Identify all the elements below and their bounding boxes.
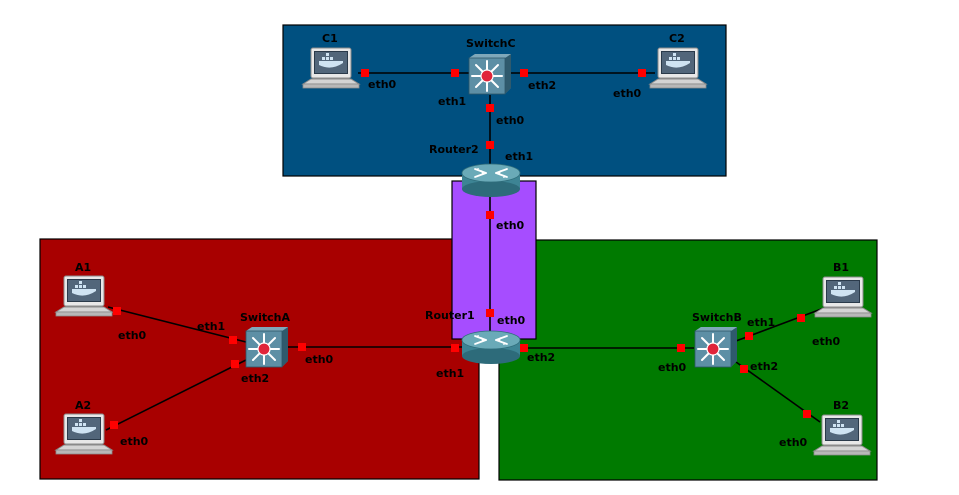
switcha-switch-icon[interactable] <box>245 326 289 368</box>
zone-top <box>282 24 727 177</box>
link-a2-switcha[interactable] <box>105 359 247 431</box>
node-label-router1: Router1 <box>425 309 475 322</box>
c1-docker-host-icon[interactable] <box>302 47 360 89</box>
port-marker-swb-eth2 <box>740 365 748 373</box>
port-marker-r1-eth1 <box>451 344 459 352</box>
port-label-c1-eth0: eth0 <box>368 78 397 91</box>
port-marker-b1-eth0 <box>797 314 805 322</box>
port-label-swb-eth0: eth0 <box>658 361 687 374</box>
switchb-switch-icon[interactable] <box>694 326 738 368</box>
a2-docker-host-icon[interactable] <box>55 413 113 455</box>
link-a1-switcha[interactable] <box>107 306 247 343</box>
zone-right <box>498 239 878 481</box>
port-marker-swb-eth0 <box>677 344 685 352</box>
port-label-b2-eth0: eth0 <box>779 436 808 449</box>
node-label-switchc: SwitchC <box>466 37 516 50</box>
b1-docker-host-icon[interactable] <box>814 276 872 318</box>
port-marker-b2-eth0 <box>803 410 811 418</box>
node-label-b2: B2 <box>833 399 849 412</box>
port-marker-swc-eth0 <box>486 104 494 112</box>
node-label-a2: A2 <box>75 399 91 412</box>
port-label-b1-eth0: eth0 <box>812 335 841 348</box>
port-label-swa-eth0: eth0 <box>305 353 334 366</box>
port-marker-swb-eth1 <box>745 332 753 340</box>
port-marker-r1-eth2 <box>520 344 528 352</box>
port-marker-swc-eth1 <box>451 69 459 77</box>
port-label-r1-eth2: eth2 <box>527 351 555 364</box>
port-label-c2-eth0: eth0 <box>613 87 642 100</box>
port-markers <box>110 69 811 429</box>
port-marker-swa-eth0 <box>298 343 306 351</box>
port-marker-swc-eth2 <box>520 69 528 77</box>
port-marker-a1-eth0 <box>113 307 121 315</box>
port-label-a2-eth0: eth0 <box>120 435 149 448</box>
node-label-switcha: SwitchA <box>240 311 290 324</box>
node-label-c1: C1 <box>322 32 338 45</box>
port-marker-c2-eth0 <box>638 69 646 77</box>
port-label-swb-eth1: eth1 <box>747 316 775 329</box>
port-marker-r2-eth1 <box>486 141 494 149</box>
port-label-swc-eth0: eth0 <box>496 114 525 127</box>
port-label-r1-eth0: eth0 <box>497 314 526 327</box>
port-marker-a2-eth0 <box>110 421 118 429</box>
port-label-r2-eth0: eth0 <box>496 219 525 232</box>
node-label-router2: Router2 <box>429 143 479 156</box>
port-label-a1-eth0: eth0 <box>118 329 147 342</box>
node-label-c2: C2 <box>669 32 685 45</box>
port-marker-r2-eth0 <box>486 211 494 219</box>
node-label-a1: A1 <box>75 261 91 274</box>
router2-router-icon[interactable] <box>461 163 521 198</box>
switchc-switch-icon[interactable] <box>468 53 512 95</box>
router1-router-icon[interactable] <box>461 330 521 365</box>
node-label-b1: B1 <box>833 261 849 274</box>
port-label-swa-eth2: eth2 <box>241 372 269 385</box>
c2-docker-host-icon[interactable] <box>649 47 707 89</box>
port-label-swc-eth1: eth1 <box>438 95 466 108</box>
port-label-swa-eth1: eth1 <box>197 320 225 333</box>
port-marker-c1-eth0 <box>361 69 369 77</box>
port-marker-r1-eth0 <box>486 309 494 317</box>
b2-docker-host-icon[interactable] <box>813 414 871 456</box>
port-label-r2-eth1: eth1 <box>505 150 533 163</box>
a1-docker-host-icon[interactable] <box>55 275 113 317</box>
port-marker-swa-eth1 <box>229 336 237 344</box>
node-label-switchb: SwitchB <box>692 311 742 324</box>
port-label-r1-eth1: eth1 <box>436 367 464 380</box>
port-label-swb-eth2: eth2 <box>750 360 778 373</box>
port-marker-swa-eth2 <box>231 360 239 368</box>
port-label-swc-eth2: eth2 <box>528 79 556 92</box>
